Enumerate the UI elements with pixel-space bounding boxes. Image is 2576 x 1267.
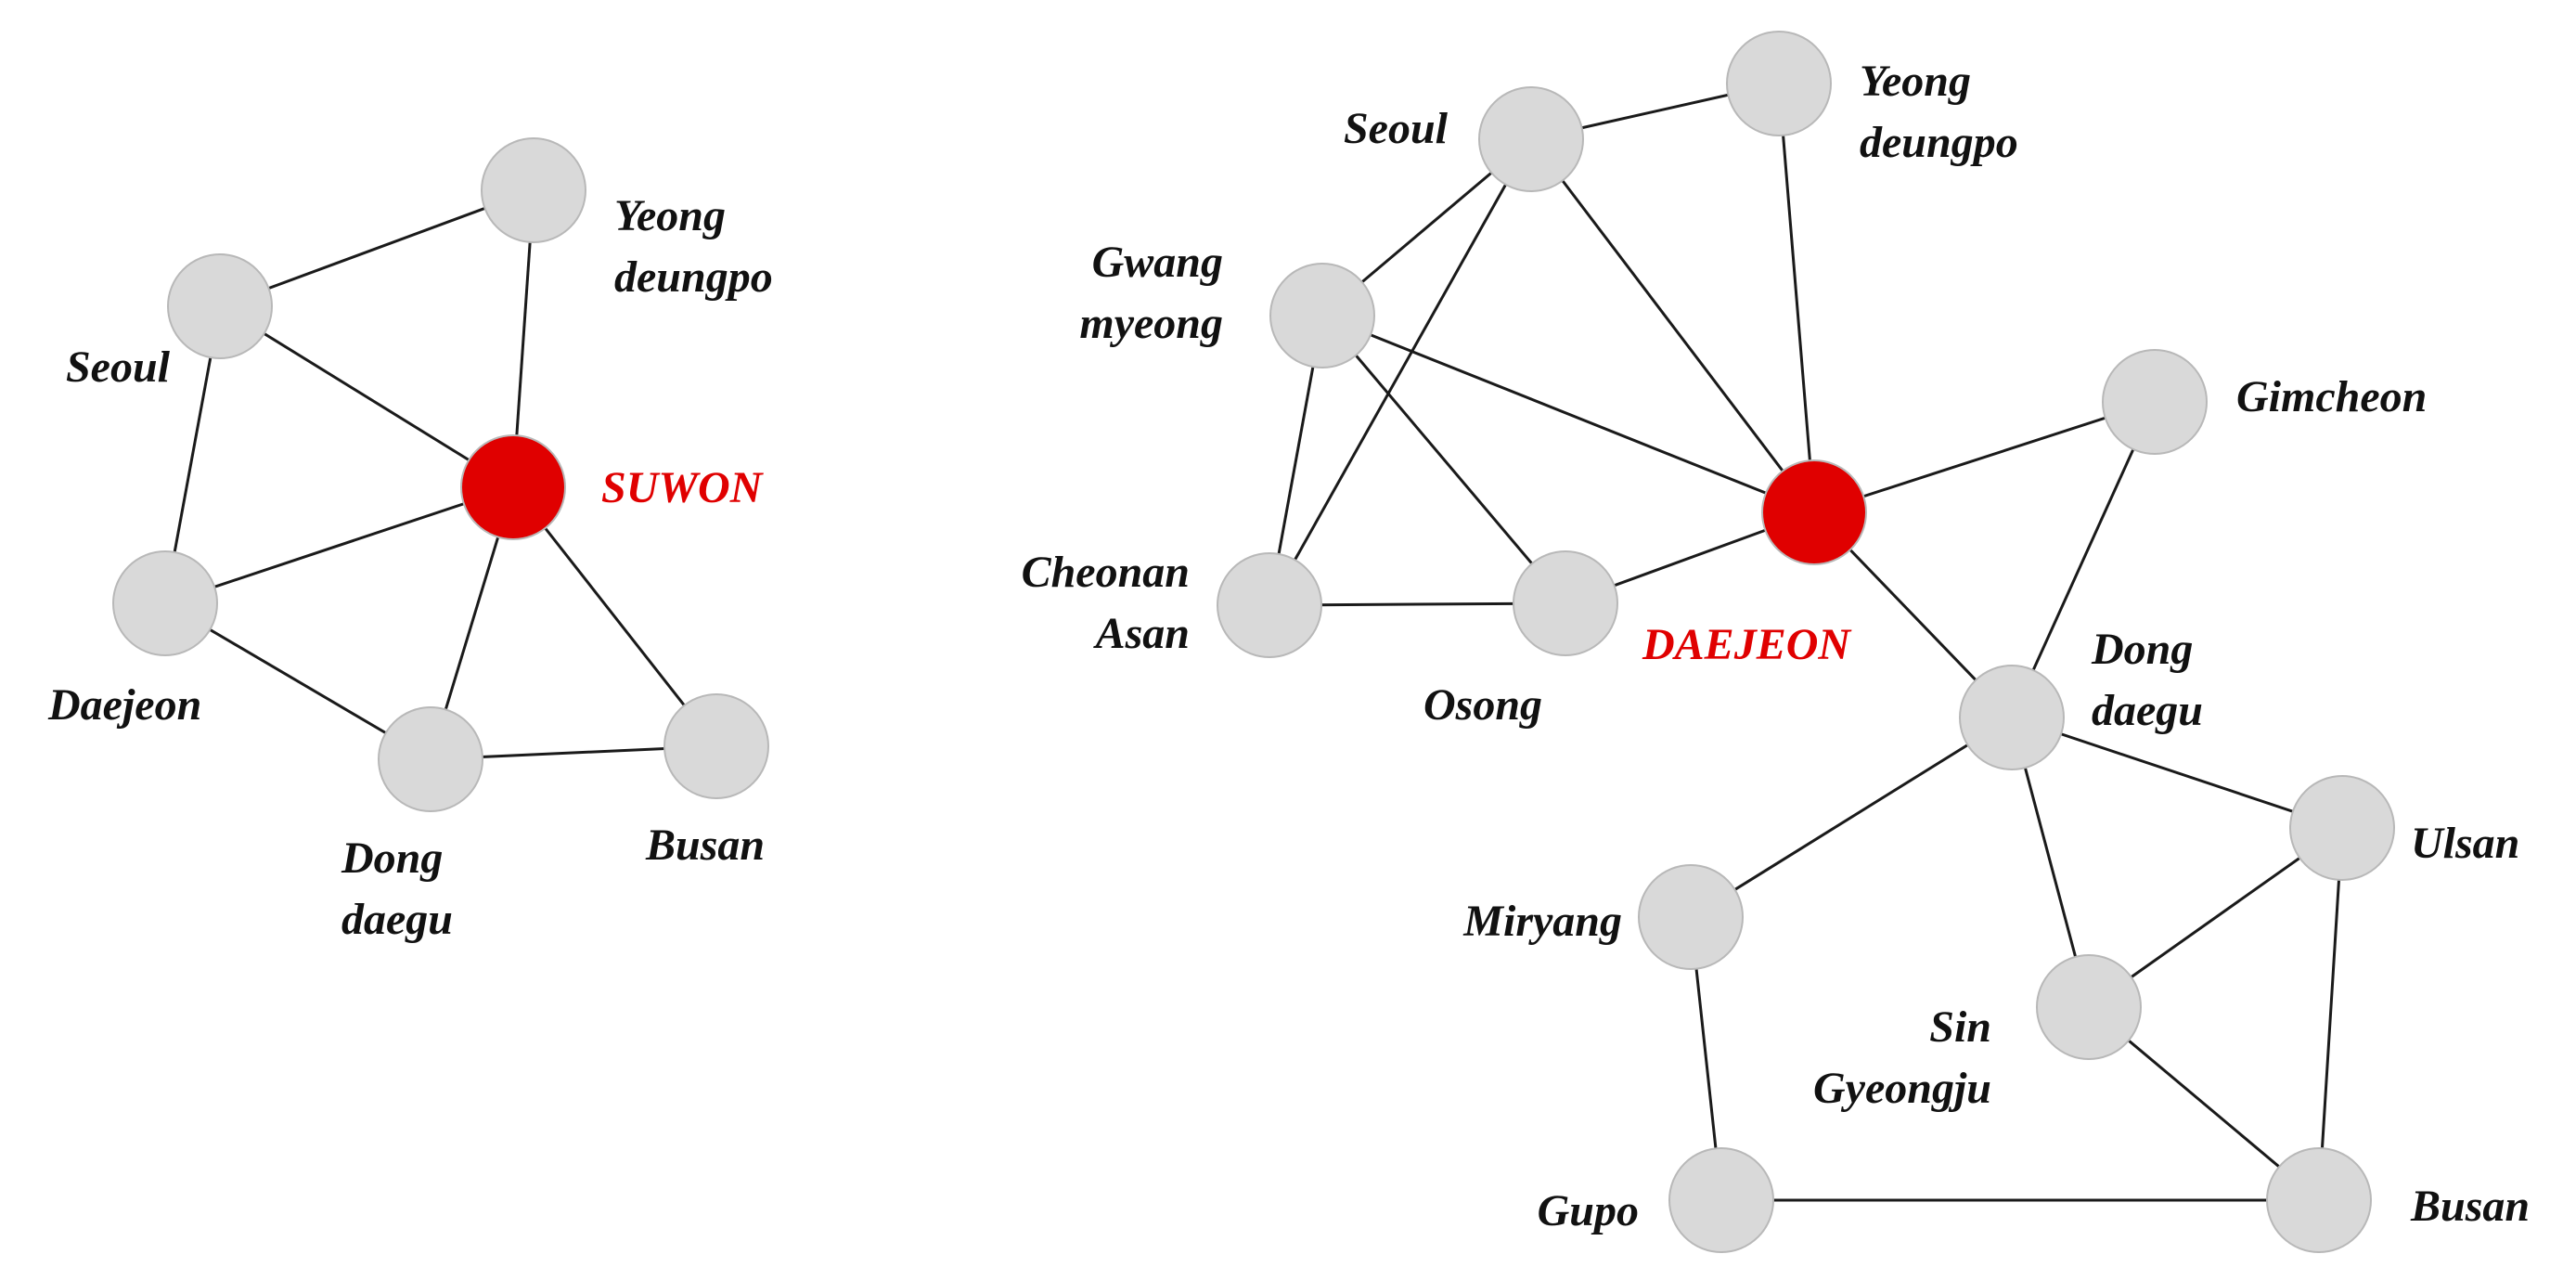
label-line-suwon-network-dongdaegu-0: Dong (341, 834, 443, 883)
node-suwon-network-busan (663, 693, 769, 799)
edge-daejeon-network-yeongdeungpo-daejeon (1777, 83, 1816, 513)
label-daejeon-network-gimcheon: Gimcheon (2236, 372, 2427, 421)
node-suwon-network-dongdaegu (378, 706, 483, 812)
label-suwon-network-yeongdeungpo: Yeong deungpo (614, 191, 773, 302)
edge-daejeon-network-gwangmyeong-daejeon (1321, 314, 1815, 514)
label-line-daejeon-network-singyeongju-0: Sin (1929, 1002, 1991, 1052)
node-suwon-network-seoul (167, 253, 273, 359)
label-line-suwon-network-suwon-0: SUWON (601, 463, 765, 512)
label-line-daejeon-network-cheonanasan-1: Asan (1093, 609, 1190, 658)
label-line-daejeon-network-osong-0: Osong (1423, 680, 1542, 730)
label-daejeon-network-daejeon: DAEJEON (1642, 620, 1852, 669)
node-daejeon-network-seoul (1478, 86, 1584, 192)
node-daejeon-network-gupo (1668, 1147, 1774, 1253)
edge-suwon-network-suwon-busan (511, 486, 718, 747)
label-daejeon-network-seoul: Seoul (1344, 104, 1449, 153)
label-suwon-network-seoul: Seoul (66, 343, 171, 392)
label-daejeon-network-yeongdeungpo: Yeong deungpo (1860, 57, 2018, 167)
label-line-suwon-network-seoul-0: Seoul (66, 343, 171, 392)
node-daejeon-network-busan (2266, 1147, 2372, 1253)
edge-daejeon-network-dongdaegu-miryang (1690, 716, 2013, 919)
label-line-daejeon-network-ulsan-0: Ulsan (2411, 819, 2519, 868)
label-suwon-network-daejeon: Daejeon (47, 680, 201, 730)
label-line-suwon-network-dongdaegu-1: daegu (341, 895, 453, 944)
label-line-daejeon-network-cheonanasan-0: Cheonan (1022, 548, 1190, 597)
edge-daejeon-network-seoul-cheonanasan (1268, 138, 1533, 606)
label-line-daejeon-network-yeongdeungpo-0: Yeong (1860, 57, 1971, 106)
edge-daejeon-network-ulsan-busan (2317, 827, 2344, 1201)
node-suwon-network-yeongdeungpo (481, 137, 586, 243)
edge-suwon-network-seoul-yeongdeungpo (219, 188, 535, 308)
label-daejeon-network-busan: Busan (2410, 1182, 2530, 1231)
label-daejeon-network-ulsan: Ulsan (2411, 819, 2519, 868)
node-suwon-network-daejeon (112, 550, 218, 656)
node-daejeon-network-gwangmyeong (1269, 263, 1375, 368)
nodes-layer (112, 31, 2395, 1253)
label-suwon-network-dongdaegu: Dong daegu (341, 834, 453, 944)
edge-suwon-network-daejeon-suwon (164, 485, 514, 605)
label-line-daejeon-network-gupo-0: Gupo (1538, 1186, 1639, 1235)
label-line-daejeon-network-busan-0: Busan (2410, 1182, 2530, 1231)
edge-daejeon-network-seoul-daejeon (1529, 138, 1816, 513)
label-daejeon-network-gupo: Gupo (1538, 1186, 1639, 1235)
node-daejeon-network-singyeongju (2036, 954, 2142, 1060)
label-line-suwon-network-busan-0: Busan (645, 821, 765, 870)
label-line-daejeon-network-singyeongju-1: Gyeongju (1813, 1064, 1991, 1113)
label-line-daejeon-network-miryang-0: Miryang (1462, 897, 1622, 946)
label-daejeon-network-dongdaegu: Dong daegu (2091, 625, 2203, 735)
edge-daejeon-network-dongdaegu-ulsan (2011, 716, 2343, 830)
label-suwon-network-suwon: SUWON (601, 463, 765, 512)
node-daejeon-network-cheonanasan (1217, 552, 1322, 658)
label-line-daejeon-network-gwangmyeong-0: Gwang (1092, 238, 1223, 287)
label-line-daejeon-network-gimcheon-0: Gimcheon (2236, 372, 2427, 421)
node-daejeon-network-osong (1513, 550, 1618, 656)
label-line-suwon-network-daejeon-0: Daejeon (47, 680, 201, 730)
edge-suwon-network-seoul-suwon (219, 304, 514, 489)
edge-daejeon-network-gwangmyeong-osong (1320, 315, 1567, 604)
label-line-daejeon-network-dongdaegu-0: Dong (2091, 625, 2193, 674)
edge-daejeon-network-daejeon-gimcheon (1813, 400, 2156, 514)
node-daejeon-network-gimcheon (2102, 349, 2208, 455)
label-line-suwon-network-yeongdeungpo-0: Yeong (614, 191, 726, 240)
label-suwon-network-busan: Busan (645, 821, 765, 870)
label-daejeon-network-osong: Osong (1423, 680, 1542, 730)
label-line-daejeon-network-seoul-0: Seoul (1344, 104, 1449, 153)
label-daejeon-network-miryang: Miryang (1462, 897, 1622, 946)
node-daejeon-network-dongdaegu (1959, 665, 2065, 770)
label-line-daejeon-network-yeongdeungpo-1: deungpo (1860, 118, 2018, 167)
label-line-suwon-network-yeongdeungpo-1: deungpo (614, 252, 773, 302)
node-daejeon-network-miryang (1638, 864, 1744, 970)
node-daejeon-network-yeongdeungpo (1726, 31, 1832, 136)
node-daejeon-network-daejeon (1761, 459, 1867, 565)
node-daejeon-network-ulsan (2289, 775, 2395, 881)
label-daejeon-network-gwangmyeong: Gwang myeong (1079, 238, 1223, 348)
edge-daejeon-network-gimcheon-dongdaegu (2010, 401, 2157, 718)
label-line-daejeon-network-daejeon-0: DAEJEON (1642, 620, 1852, 669)
label-line-daejeon-network-dongdaegu-1: daegu (2092, 686, 2203, 735)
label-line-daejeon-network-gwangmyeong-1: myeong (1079, 299, 1223, 348)
node-suwon-network-suwon (460, 434, 566, 540)
